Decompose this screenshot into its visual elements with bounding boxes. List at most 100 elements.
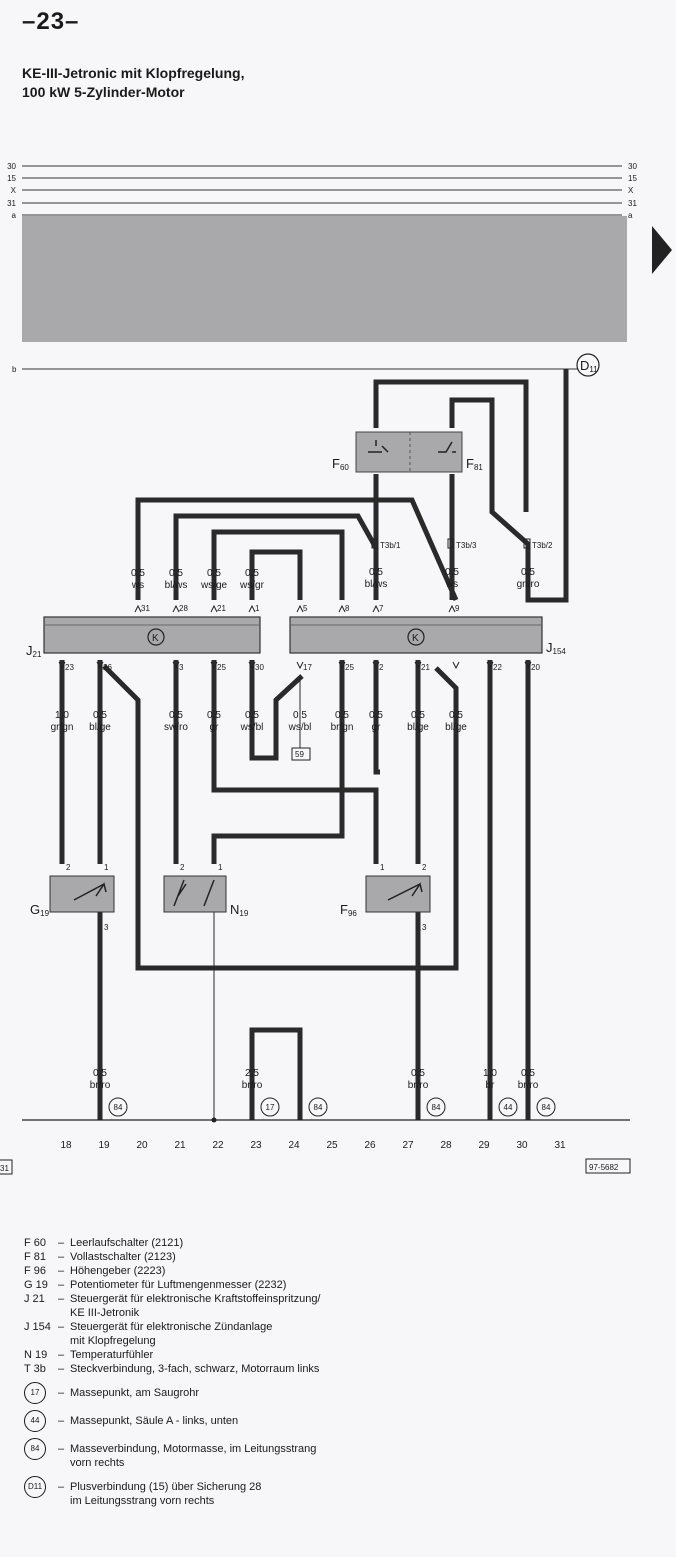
- page-turn-arrow-icon: [652, 226, 672, 274]
- wire-size-label: 0,5: [335, 710, 349, 721]
- pin-arrow: [172, 604, 180, 613]
- sensor-f96: [365, 875, 431, 913]
- wire-pin21: [211, 529, 345, 600]
- pin-number: 25: [217, 663, 226, 672]
- pin-arrow: [414, 661, 422, 670]
- legend-text: Steuergerät für elektronische Zündanlage…: [70, 1321, 273, 1347]
- sensor-pin-number: 1: [218, 863, 223, 872]
- title-line-1: KE-III-Jetronic mit Klopfregelung,: [22, 65, 245, 81]
- bus-label-right: X: [628, 186, 634, 195]
- plug-label: T3b/2: [532, 541, 553, 550]
- ground-symbol-label: 84: [542, 1103, 551, 1112]
- legend-text: Steuergerät für elektronische Kraftstoff…: [70, 1293, 321, 1319]
- sensor-pin-number: 2: [422, 863, 427, 872]
- altitude-sensor-icon-f96: [387, 882, 423, 901]
- wire-size-label: 0,5: [293, 710, 307, 721]
- legend-text: Steckverbindung, 3-fach, schwarz, Motorr…: [70, 1363, 320, 1375]
- wire-size-label: 0,5: [369, 710, 383, 721]
- legend-code: F 96: [24, 1265, 47, 1277]
- sensor-g19: [49, 875, 115, 913]
- wire-color-label: bl/ge: [407, 722, 429, 733]
- pin-arrow: [296, 661, 304, 670]
- thermistor-icon-n19: [173, 879, 215, 907]
- component-legend: F 60–Leerlaufschalter (2121)F 81–Vollast…: [24, 1236, 424, 1376]
- pin-arrow: [248, 604, 256, 613]
- ground-legend-text: Masseverbindung, Motormasse, im Leitungs…: [70, 1443, 317, 1469]
- switch-f81-icon: [438, 441, 456, 453]
- wire-color-label: gr: [210, 722, 220, 733]
- wire-size-label: 0,5: [93, 710, 107, 721]
- page-number: –23–: [22, 8, 80, 35]
- track-number: 25: [326, 1140, 338, 1151]
- ground-wire-size: 2,5: [245, 1068, 259, 1079]
- wire-pin28: [173, 513, 379, 600]
- knock-sensor-symbol-j154: K: [412, 633, 419, 644]
- pin-arrow: [134, 604, 142, 613]
- legend-dash: –: [58, 1443, 65, 1455]
- ground-symbol: [108, 1097, 128, 1117]
- pin-number: 30: [255, 663, 264, 672]
- wire-size-label: 0,5: [131, 568, 145, 579]
- legend-entry: G 19–Potentiometer für Luftmengenmesser …: [24, 1278, 424, 1292]
- component-label-f81: F81: [466, 456, 483, 472]
- component-label-f60: F60: [332, 456, 349, 472]
- wire-color-label: gr: [372, 722, 382, 733]
- ground-wire-size: 0,5: [521, 1068, 535, 1079]
- track-number: 23: [250, 1140, 262, 1151]
- component-label-g19: G19: [30, 902, 50, 918]
- ground-symbol: [308, 1097, 328, 1117]
- knock-sensor-symbol-j21: K: [152, 633, 159, 644]
- legend-entry: F 81–Vollastschalter (2123): [24, 1250, 424, 1264]
- pin-arrow: [172, 661, 180, 670]
- bus-label-left: 30: [7, 162, 16, 171]
- plug-wire-size: 0,5: [369, 567, 383, 578]
- track-number: 24: [288, 1140, 300, 1151]
- legend-entry: F 60–Leerlaufschalter (2121): [24, 1236, 424, 1250]
- legend-entry: J 21–Steuergerät für elektronische Kraft…: [24, 1292, 424, 1320]
- pin-arrow: [452, 661, 460, 670]
- wire-size-label: 0,5: [207, 568, 221, 579]
- legend-entry: T 3b–Steckverbindung, 3-fach, schwarz, M…: [24, 1362, 424, 1376]
- pin-number: 21: [217, 604, 226, 613]
- wire-size-label: 0,5: [207, 710, 221, 721]
- plug-wire-color: ws: [445, 579, 458, 590]
- bus-label-right: 31: [628, 199, 637, 208]
- pin-number: 25: [345, 663, 354, 672]
- ground-legend-entry: 44–Massepunkt, Säule A - links, unten: [24, 1410, 424, 1432]
- track-number: 21: [174, 1140, 186, 1151]
- pin-arrow: [448, 604, 456, 613]
- plug-label: T3b/1: [380, 541, 401, 550]
- plug-label: T3b/3: [456, 541, 477, 550]
- pin-arrow: [372, 661, 380, 670]
- wire-size-label: 0,5: [411, 710, 425, 721]
- ground-symbol-label: 17: [266, 1103, 275, 1112]
- drawing-number-box: [585, 1158, 631, 1174]
- ground-wire-size: 1,0: [483, 1068, 497, 1079]
- component-label-j21: J21: [26, 643, 42, 659]
- track-number: 31: [554, 1140, 566, 1151]
- pin-number: 22: [493, 663, 502, 672]
- plug-wire-color: gn/ro: [517, 579, 540, 590]
- wire-ground-loop: [249, 1027, 303, 1120]
- track-number: 28: [440, 1140, 452, 1151]
- knock-sensor-icon-j154: [407, 628, 425, 646]
- pin-number: 28: [179, 604, 188, 613]
- bus-label-right: 15: [628, 174, 637, 183]
- wire-size-label: 0,5: [169, 568, 183, 579]
- wire-color-label: bl/ws: [165, 580, 188, 591]
- ground-legend-text: Massepunkt, Säule A - links, unten: [70, 1415, 239, 1427]
- pin-number: 21: [421, 663, 430, 672]
- diagram-title: KE-III-Jetronic mit Klopfregelung, 100 k…: [22, 64, 244, 102]
- wire-color-label: bl/ge: [89, 722, 111, 733]
- ref-box-59-label: 59: [295, 750, 304, 759]
- bus-shaded-area: [22, 216, 627, 342]
- pin-arrow: [210, 661, 218, 670]
- legend-dash: –: [58, 1251, 65, 1263]
- lower-wire-labels: 1,0gr/gn230,5bl/ge260,5sw/ro30,5gr250,5w…: [51, 661, 540, 733]
- pin-arrow: [210, 604, 218, 613]
- ground-symbol: [498, 1097, 518, 1117]
- legend-entry: F 96–Höhengeber (2223): [24, 1264, 424, 1278]
